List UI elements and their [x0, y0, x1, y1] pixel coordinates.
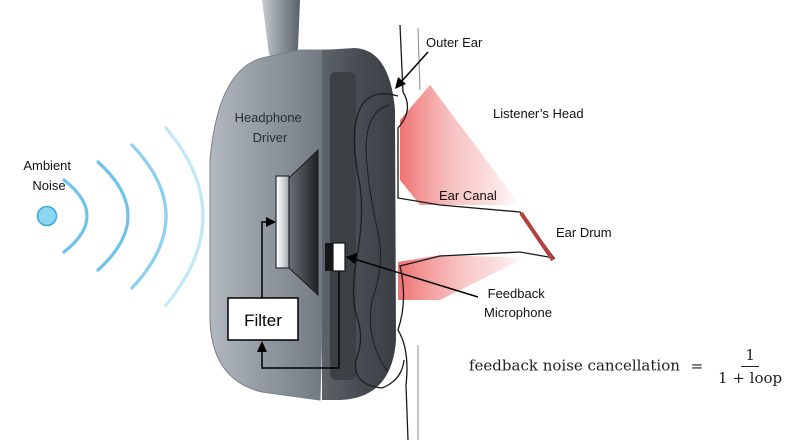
feedback-microphone-label-line2: Microphone	[484, 305, 552, 320]
ear-canal-glow-upper	[400, 85, 520, 205]
ear-drum-membrane	[519, 211, 555, 262]
driver-cone	[288, 148, 319, 297]
formula-fraction: 1 1 + loop	[714, 346, 786, 387]
arrowhead-into-driver	[266, 217, 276, 227]
microphone-arrow-line	[353, 258, 479, 298]
feedback-microphone-capsule	[332, 242, 346, 272]
driver-magnet	[275, 175, 290, 269]
earcup-rim	[330, 72, 356, 380]
ambient-noise-label-line1: Ambient	[23, 158, 71, 173]
outer-ear-label: Outer Ear	[426, 35, 483, 50]
feedback-microphone-label: Feedback Microphone	[484, 286, 552, 320]
ear-canal-glow-lower	[398, 255, 525, 300]
noise-cancellation-formula: feedback noise cancellation = 1 1 + loop	[469, 346, 786, 387]
ear-canal-label: Ear Canal	[439, 188, 497, 203]
sound-wave-2	[96, 160, 130, 272]
headphone-driver-label-line2: Driver	[253, 130, 288, 145]
formula-lhs: feedback noise cancellation	[469, 356, 680, 375]
feedback-microphone-body	[325, 243, 335, 271]
filter-label: Filter	[244, 311, 282, 330]
outer-ear-arrow-line	[400, 51, 429, 83]
feedback-microphone-label-line1: Feedback	[488, 286, 546, 301]
headphone-driver-label: Headphone Driver	[235, 110, 306, 145]
ambient-noise-label: Ambient Noise	[23, 158, 74, 193]
mic-to-filter-wire	[261, 271, 340, 369]
outer-ear-edge	[417, 27, 421, 91]
ear-cushion-inner	[365, 104, 391, 373]
sound-wave-1	[62, 178, 89, 254]
ambient-noise-source	[36, 205, 58, 227]
formula-denominator: 1 + loop	[718, 369, 783, 387]
formula-numerator: 1	[741, 346, 759, 367]
listeners-head-label: Listener’s Head	[493, 106, 584, 121]
formula-equals: =	[690, 356, 704, 375]
ear-cushion-outline	[352, 93, 405, 389]
ambient-noise-label-line2: Noise	[32, 178, 65, 193]
headphone-driver-label-line1: Headphone	[235, 110, 302, 125]
outer-ear-arrowhead	[395, 77, 406, 89]
ear-drum-label: Ear Drum	[556, 225, 612, 240]
arrowhead-into-filter	[257, 341, 267, 352]
sound-wave-3	[130, 143, 168, 290]
headband	[262, 0, 300, 64]
sound-wave-4	[164, 126, 205, 307]
microphone-arrowhead	[346, 253, 357, 264]
filter-box	[227, 297, 299, 341]
